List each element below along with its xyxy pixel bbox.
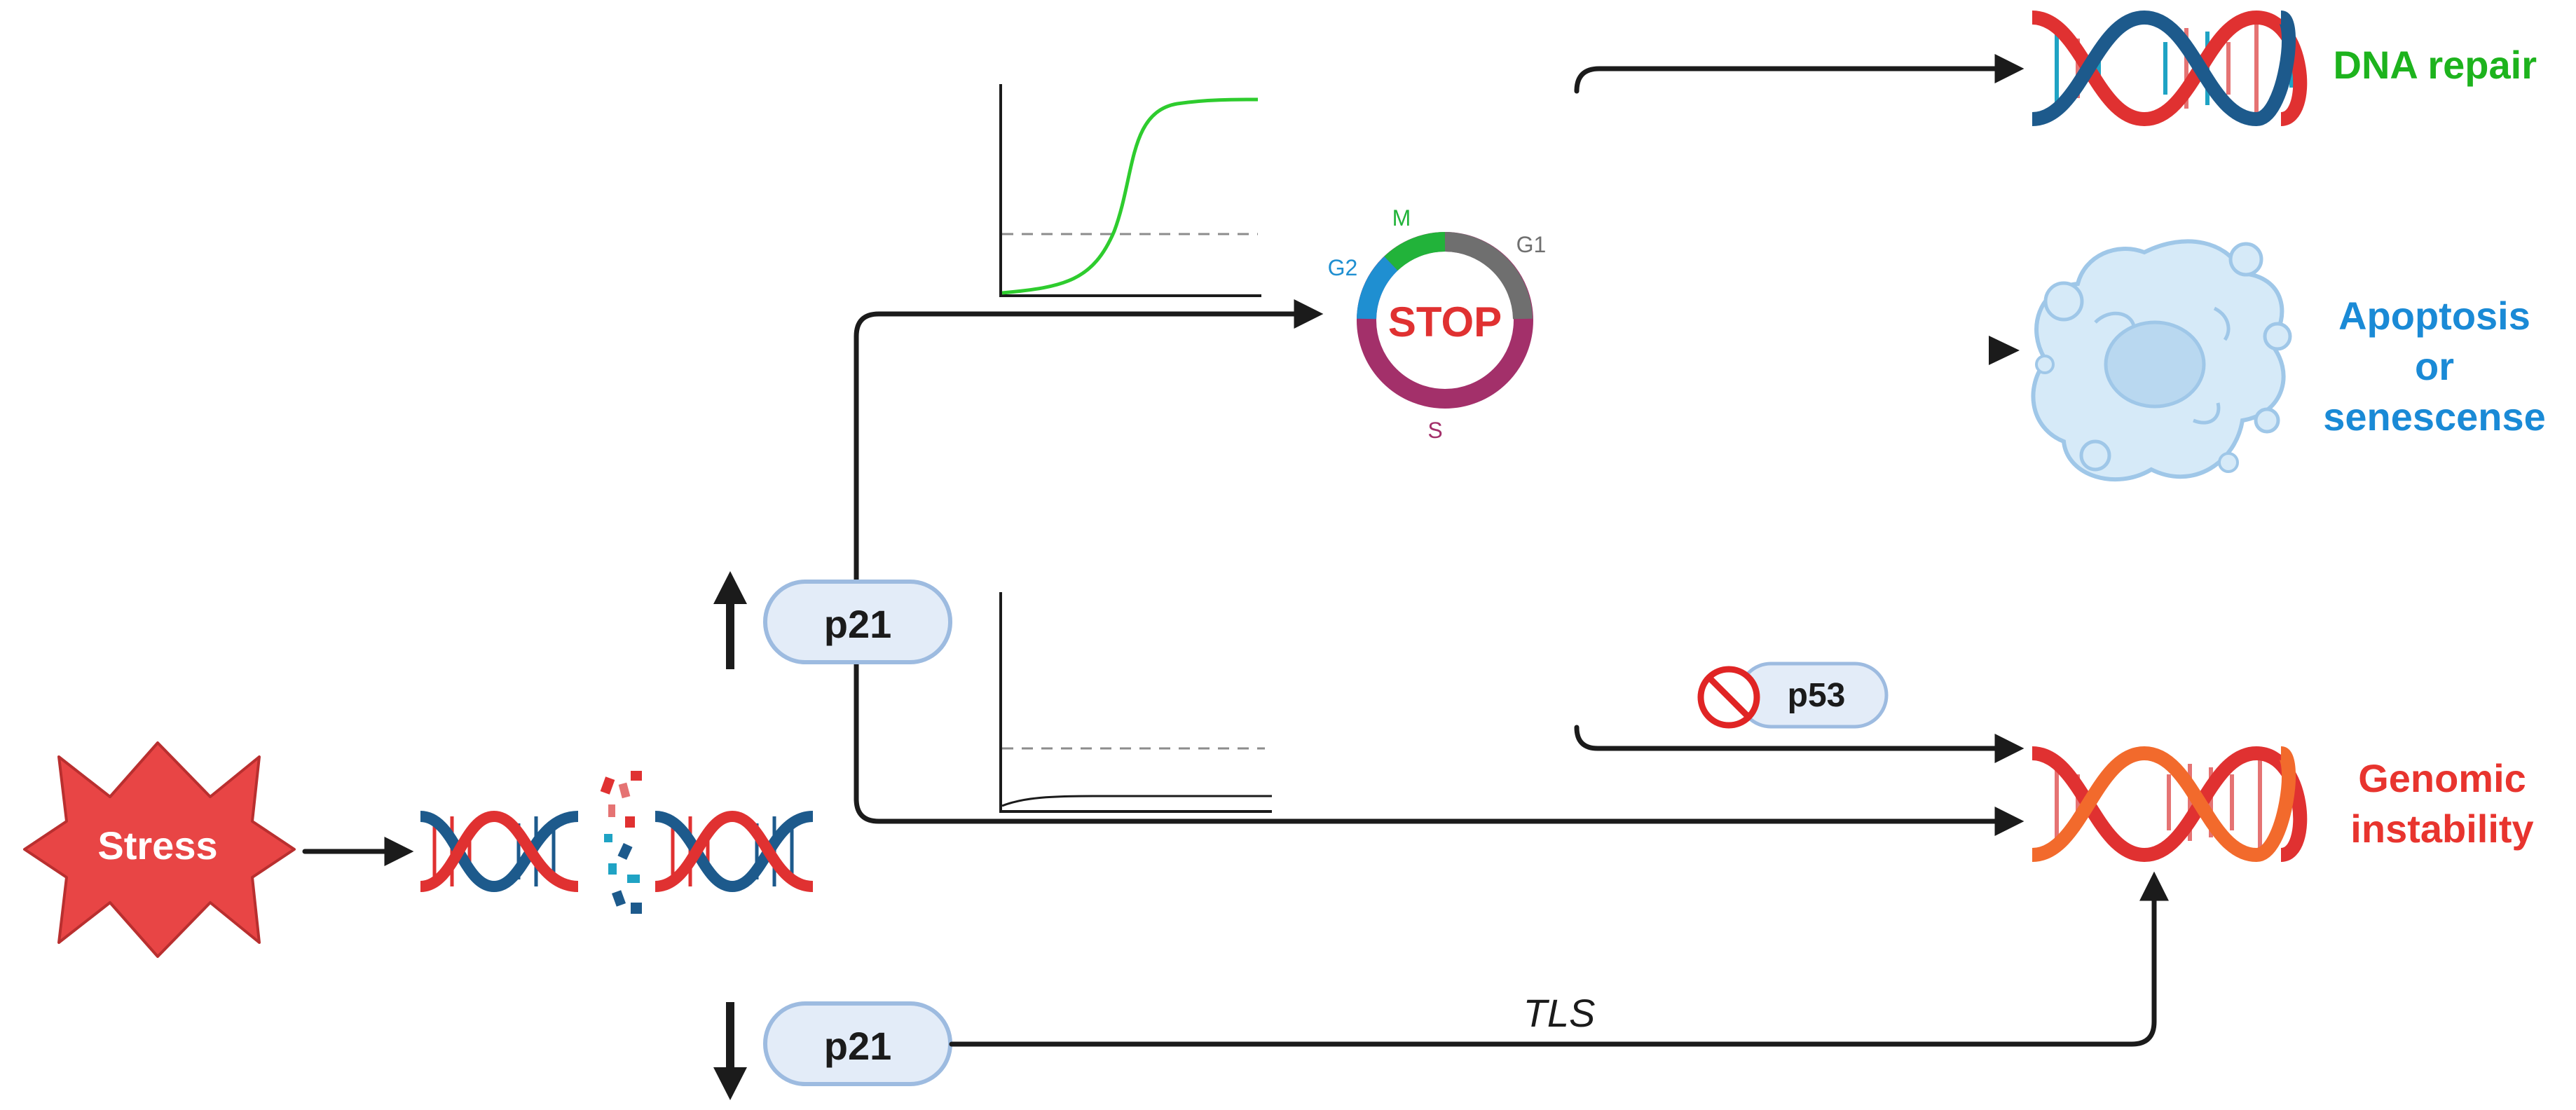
phase-label-g2: G2 bbox=[1328, 255, 1358, 280]
phase-m-arc bbox=[1384, 232, 1446, 271]
plot-low-curve bbox=[1001, 795, 1272, 807]
plot-high-curve bbox=[1001, 97, 1259, 295]
outcome-instability-line-2: instability bbox=[2350, 807, 2533, 851]
arrowhead-apoptosis bbox=[1989, 336, 2020, 365]
outcome-genomic-instability-label: Genomic instability bbox=[2350, 756, 2533, 851]
phase-label-s: S bbox=[1427, 418, 1442, 443]
edge-to-genomic-instability-p53 bbox=[1574, 725, 2025, 763]
cell-cycle-stop: STOP M G1 S G2 bbox=[1328, 205, 1547, 443]
plot-low-axes bbox=[999, 592, 1272, 813]
cell-icon bbox=[2031, 239, 2292, 481]
dna-helix-icon bbox=[2031, 746, 2308, 863]
edge-p21-up-to-genomic-instability bbox=[854, 659, 2025, 836]
plot-high-axes bbox=[999, 84, 1261, 297]
edge-tls-to-genomic-instability bbox=[949, 871, 2169, 1047]
tls-label: TLS bbox=[1523, 991, 1596, 1035]
edge-to-dna-repair bbox=[1574, 54, 2025, 94]
dna-break-fragments bbox=[600, 771, 642, 914]
edge-p21-up-to-cell-cycle bbox=[854, 299, 1324, 584]
p21-down-label: p21 bbox=[824, 1024, 892, 1068]
phase-label-g1: G1 bbox=[1516, 232, 1547, 257]
outcome-instability-line-1: Genomic bbox=[2358, 756, 2526, 800]
p21-up-node: p21 bbox=[763, 580, 952, 664]
outcome-dna-repair-label: DNA repair bbox=[2334, 43, 2537, 87]
arrow-up-icon bbox=[713, 571, 747, 669]
plot-high-p21 bbox=[999, 84, 1261, 297]
p53-label: p53 bbox=[1788, 677, 1846, 714]
outcome-apoptosis-line-1: Apoptosis bbox=[2338, 294, 2530, 338]
prohibited-icon bbox=[1697, 666, 1760, 729]
p53-node: p53 bbox=[1737, 662, 1889, 729]
dna-helix-icon bbox=[2031, 10, 2308, 127]
stress-node: Stress bbox=[23, 741, 296, 958]
arrow-down-icon bbox=[713, 1002, 747, 1100]
outcome-apoptosis-label: Apoptosis or senescense bbox=[2323, 294, 2546, 439]
p21-up-label: p21 bbox=[824, 602, 892, 646]
p21-down-node: p21 bbox=[763, 1001, 952, 1086]
dna-left-fragment bbox=[419, 810, 579, 893]
cell-cycle-stop-label: STOP bbox=[1388, 299, 1502, 345]
outcome-apoptosis-line-3: senescense bbox=[2323, 395, 2546, 439]
broken-dna-icon bbox=[419, 771, 814, 914]
phase-label-m: M bbox=[1392, 205, 1411, 231]
stress-label: Stress bbox=[97, 823, 217, 868]
outcome-apoptosis-line-2: or bbox=[2415, 344, 2454, 388]
phase-g1-arc bbox=[1444, 232, 1533, 320]
dna-right-fragment bbox=[655, 810, 814, 893]
plot-low-p21 bbox=[999, 592, 1272, 813]
starburst-icon bbox=[23, 741, 296, 958]
phase-g2-arc bbox=[1357, 256, 1398, 320]
